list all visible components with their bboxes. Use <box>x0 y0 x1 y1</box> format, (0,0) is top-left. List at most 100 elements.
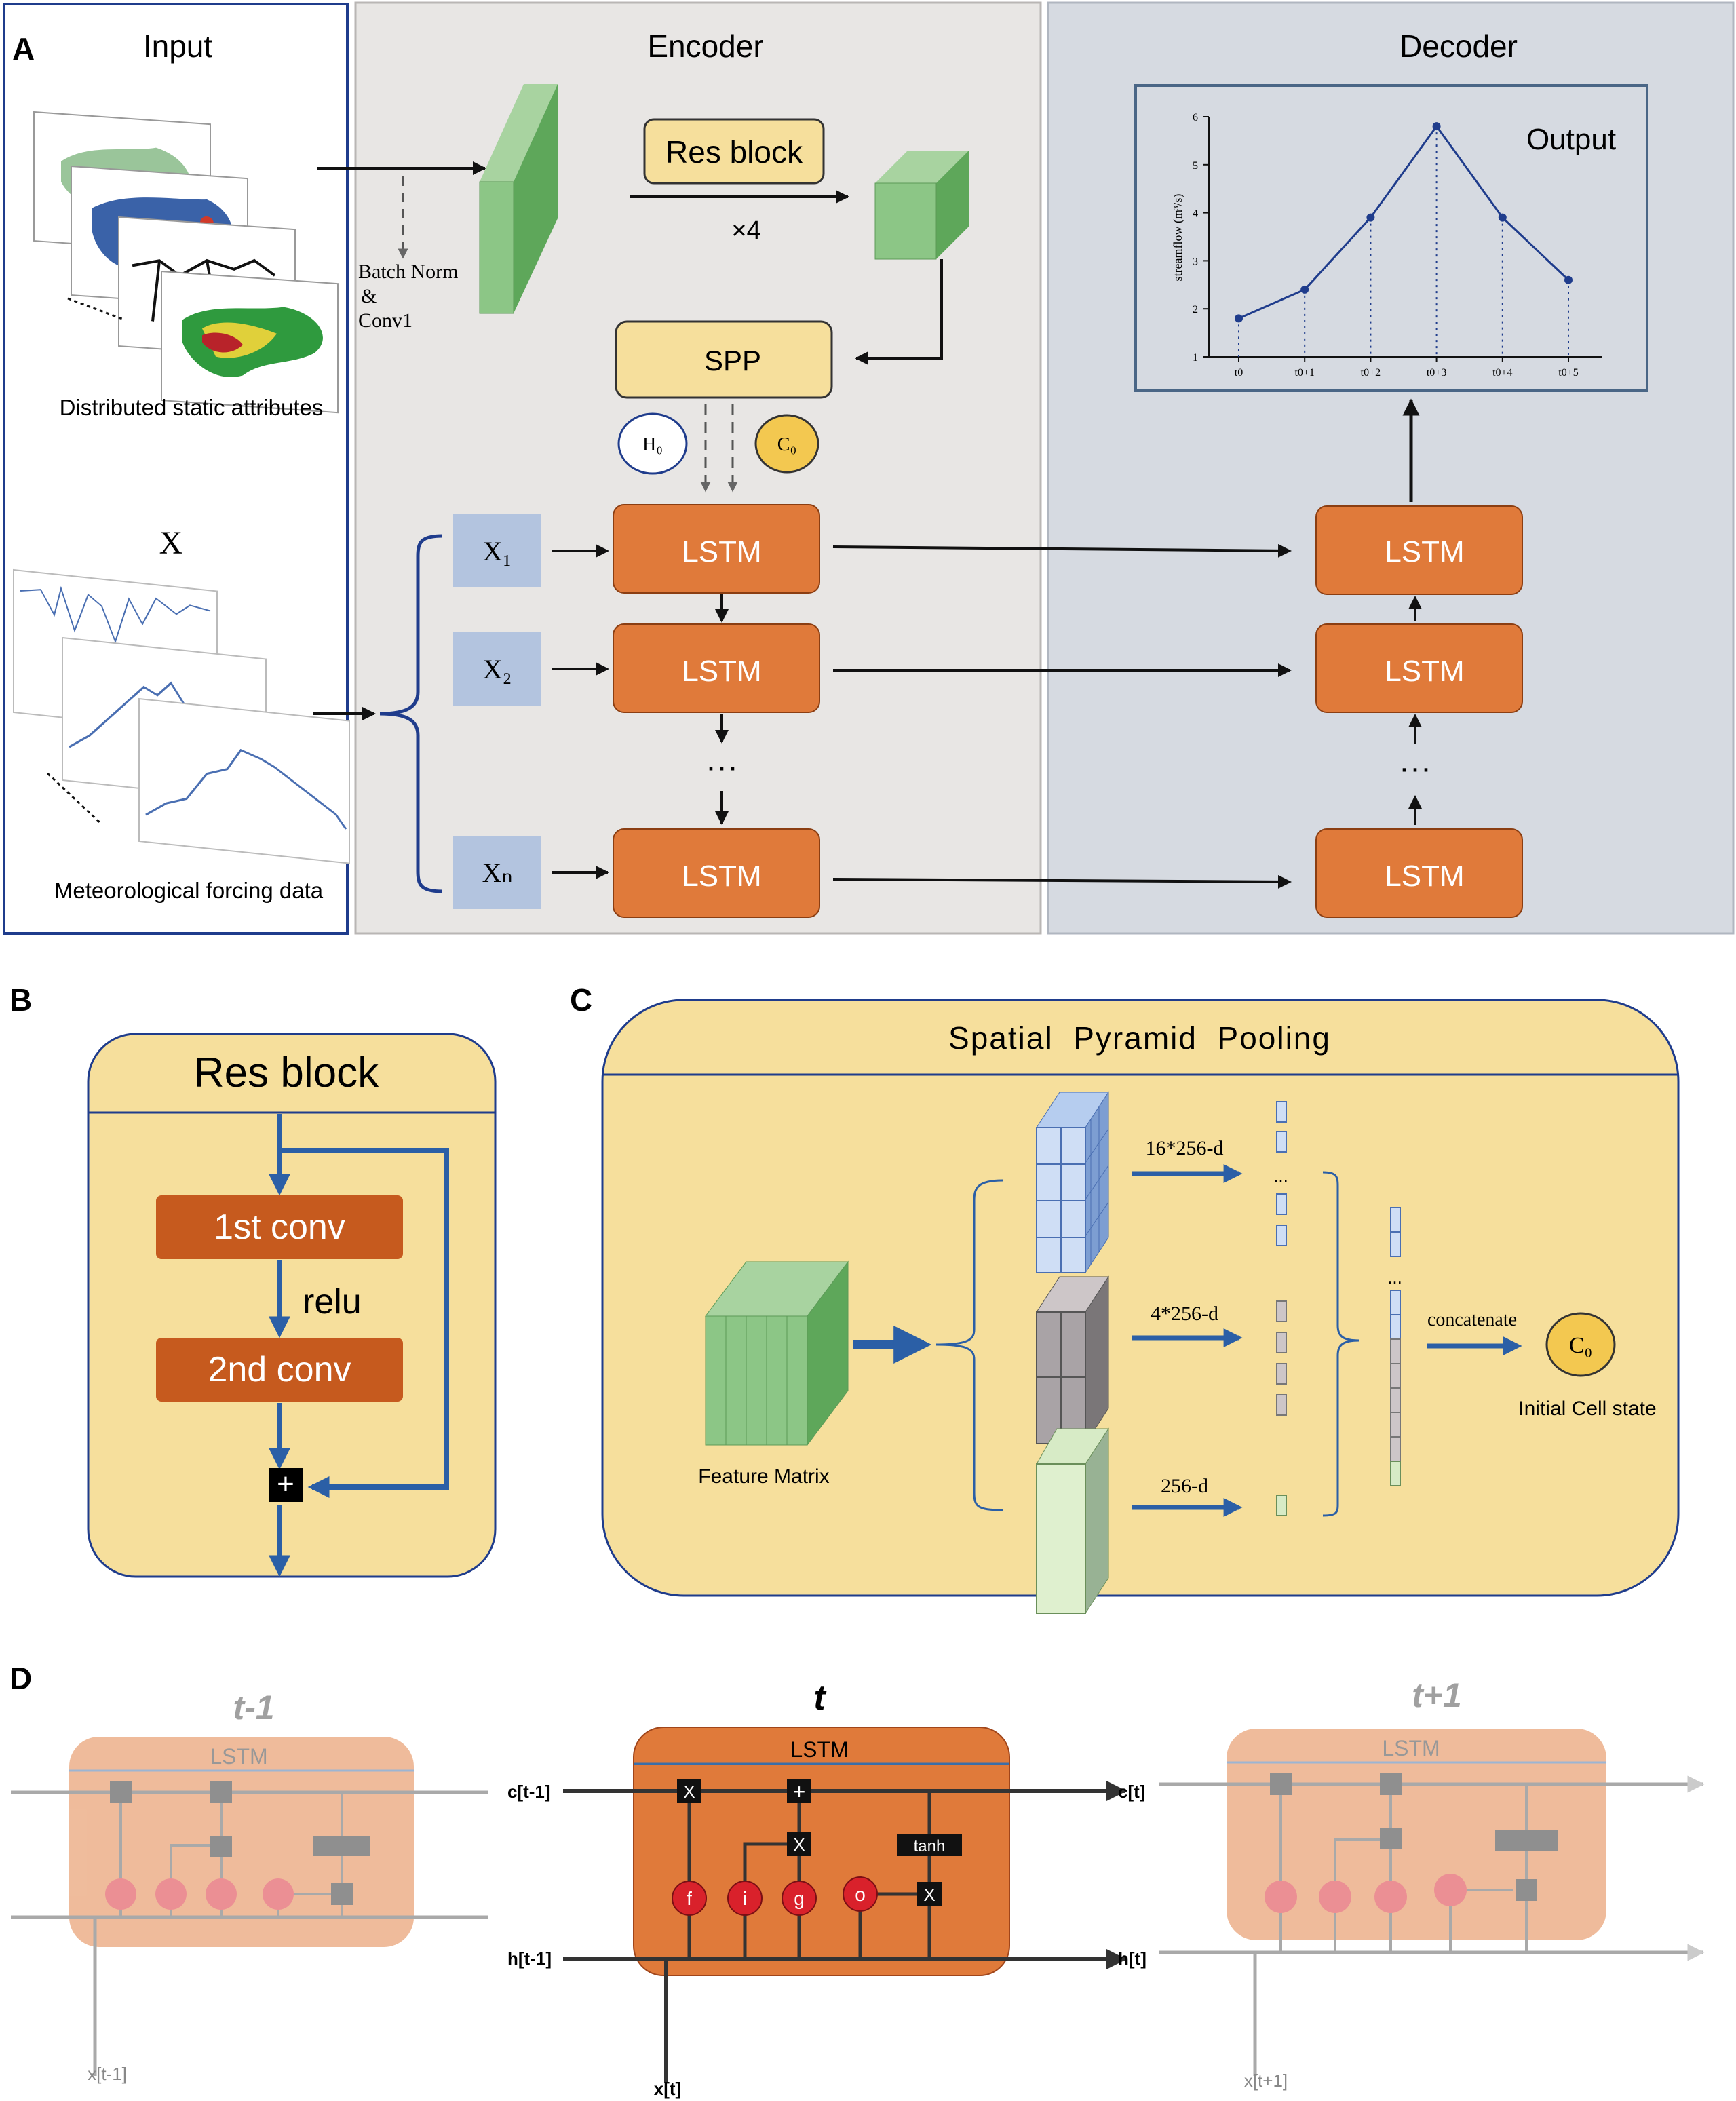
spp-panel <box>601 999 1680 1597</box>
spp-box <box>615 320 833 399</box>
spp-c0-label: C₀ <box>1569 1333 1593 1358</box>
spp-title: Spatial Pyramid Pooling <box>948 1020 1331 1056</box>
decoder-lstm-n-label: LSTM <box>1385 860 1464 893</box>
step-prev-title: t-1 <box>233 1689 274 1727</box>
x-prev-label: x[t-1] <box>88 2064 127 2084</box>
i-gate-line <box>743 1842 794 1959</box>
x1-box <box>453 514 541 587</box>
x-label: X <box>159 525 183 561</box>
encoder-title: Encoder <box>647 28 763 64</box>
res-skip-line <box>279 1148 449 1498</box>
static-caption: Distributed static attributes <box>60 395 324 420</box>
encoder-lstm-n-label: LSTM <box>682 860 761 893</box>
plot-x-tick-label: t0+5 <box>1558 367 1578 379</box>
panel-d-letter: D <box>9 1661 32 1696</box>
plot-x-tick-label: t0+3 <box>1427 367 1446 379</box>
feature-matrix-label: Feature Matrix <box>698 1465 829 1488</box>
plot-point <box>1498 213 1507 222</box>
plot-x-tick-label: t0+1 <box>1294 367 1314 379</box>
x2-box <box>453 632 541 706</box>
c-current-label: c[t] <box>1118 1781 1145 1802</box>
output-mult-icon <box>917 1882 942 1906</box>
vector-right-brace <box>1322 1171 1360 1517</box>
panel-c-letter: C <box>570 982 592 1018</box>
res-block-label: Res block <box>666 134 803 170</box>
x-next-label: x[t+1] <box>1244 2070 1288 2091</box>
plot-y-tick-label: 6 <box>1193 112 1198 123</box>
pool-grid-2x2 <box>1036 1275 1109 1445</box>
relu-label: relu <box>303 1282 362 1322</box>
x1-label: X₁ <box>483 536 512 566</box>
initial-cell-label: Initial Cell state <box>1518 1398 1656 1420</box>
label-16x256: 16*256-d <box>1146 1137 1224 1159</box>
add-node-label: + <box>277 1467 294 1501</box>
pool-grid-4x4 <box>1036 1091 1109 1274</box>
output-label: Output <box>1526 123 1616 156</box>
gate-g-icon <box>782 1881 817 1916</box>
panel-b-letter: B <box>9 982 32 1018</box>
step-next-title: t+1 <box>1412 1676 1462 1714</box>
h0-label: H₀ <box>642 434 663 455</box>
enc-dec-arrow-n <box>832 874 1292 889</box>
static-attribute-maps <box>33 111 339 414</box>
plot-y-tick-label: 2 <box>1193 304 1198 315</box>
feature-matrix-icon <box>705 1260 849 1446</box>
input-mult-label: X <box>793 1834 805 1855</box>
plot-y-tick-label: 3 <box>1193 256 1198 267</box>
cell-prev-lstm-label: LSTM <box>210 1744 267 1769</box>
c-prev-label: c[t-1] <box>507 1781 551 1802</box>
input-title: Input <box>143 28 213 64</box>
block-to-spp-arrow <box>855 259 943 365</box>
xn-box <box>453 836 541 909</box>
tanh-label: tanh <box>914 1837 946 1855</box>
add-node <box>269 1468 303 1502</box>
x-current-label: x[t] <box>654 2079 681 2099</box>
output-box <box>1134 84 1648 392</box>
met-caption: Meteorological forcing data <box>54 878 324 903</box>
conv-feature-block-2 <box>874 151 969 260</box>
decoder-title: Decoder <box>1400 28 1518 64</box>
plot-series-line <box>1238 124 1570 320</box>
plot-point <box>1366 213 1375 222</box>
gate-o-label: o <box>855 1884 866 1905</box>
meteorological-plots <box>13 568 350 864</box>
plot-x-tick-label: t0+2 <box>1361 367 1381 379</box>
batch-norm-label-2: & <box>361 285 377 307</box>
times-four-label: ×4 <box>731 216 760 245</box>
batch-norm-label-3: Conv1 <box>358 309 412 332</box>
lstm-cell-prev: t-1 LSTM <box>11 1689 488 2076</box>
first-conv-box <box>156 1195 403 1259</box>
plot-y-tick-label: 1 <box>1193 352 1198 364</box>
h-current-label: h[t] <box>1118 1948 1146 1969</box>
concatenate-label: concatenate <box>1427 1309 1517 1330</box>
plot-point <box>1235 314 1243 323</box>
label-4x256: 4*256-d <box>1151 1303 1218 1325</box>
vector-dots-1: ... <box>1273 1165 1288 1186</box>
enc-dec-arrow-1 <box>832 543 1292 558</box>
gate-i-label: i <box>743 1888 747 1909</box>
panel-c: C Spatial Pyramid Pooling Feature Matrix <box>570 982 1680 1615</box>
spp-c0-circle <box>1545 1312 1616 1377</box>
decoder-lstm-1-label: LSTM <box>1385 535 1464 568</box>
decoder-lstm-2-label: LSTM <box>1385 655 1464 688</box>
panel-d: D t-1 LSTM x[t-1] <box>9 1661 1705 2099</box>
gate-i-icon <box>727 1881 763 1916</box>
plot-point <box>1432 122 1441 131</box>
add-label: + <box>793 1779 806 1804</box>
pool-left-brace <box>935 1179 1003 1511</box>
decoder-lstm-1 <box>1315 505 1523 595</box>
gate-o-icon <box>843 1876 878 1912</box>
x2-label: X₂ <box>483 654 512 685</box>
pool-vectors: ... <box>1273 1101 1288 1516</box>
decoder-lstm-2 <box>1315 623 1523 713</box>
plot-point <box>1300 285 1309 294</box>
conv-feature-block-1 <box>479 84 558 314</box>
lstm-cell-current: t LSTM X + X tanh X f i <box>563 1678 1127 2083</box>
encoder-lstm-2 <box>613 623 820 713</box>
label-256: 256-d <box>1161 1475 1208 1497</box>
step-current-title: t <box>813 1678 827 1718</box>
plot-x-tick-label: t0 <box>1235 367 1243 379</box>
concatenated-vector: ... <box>1387 1207 1402 1486</box>
